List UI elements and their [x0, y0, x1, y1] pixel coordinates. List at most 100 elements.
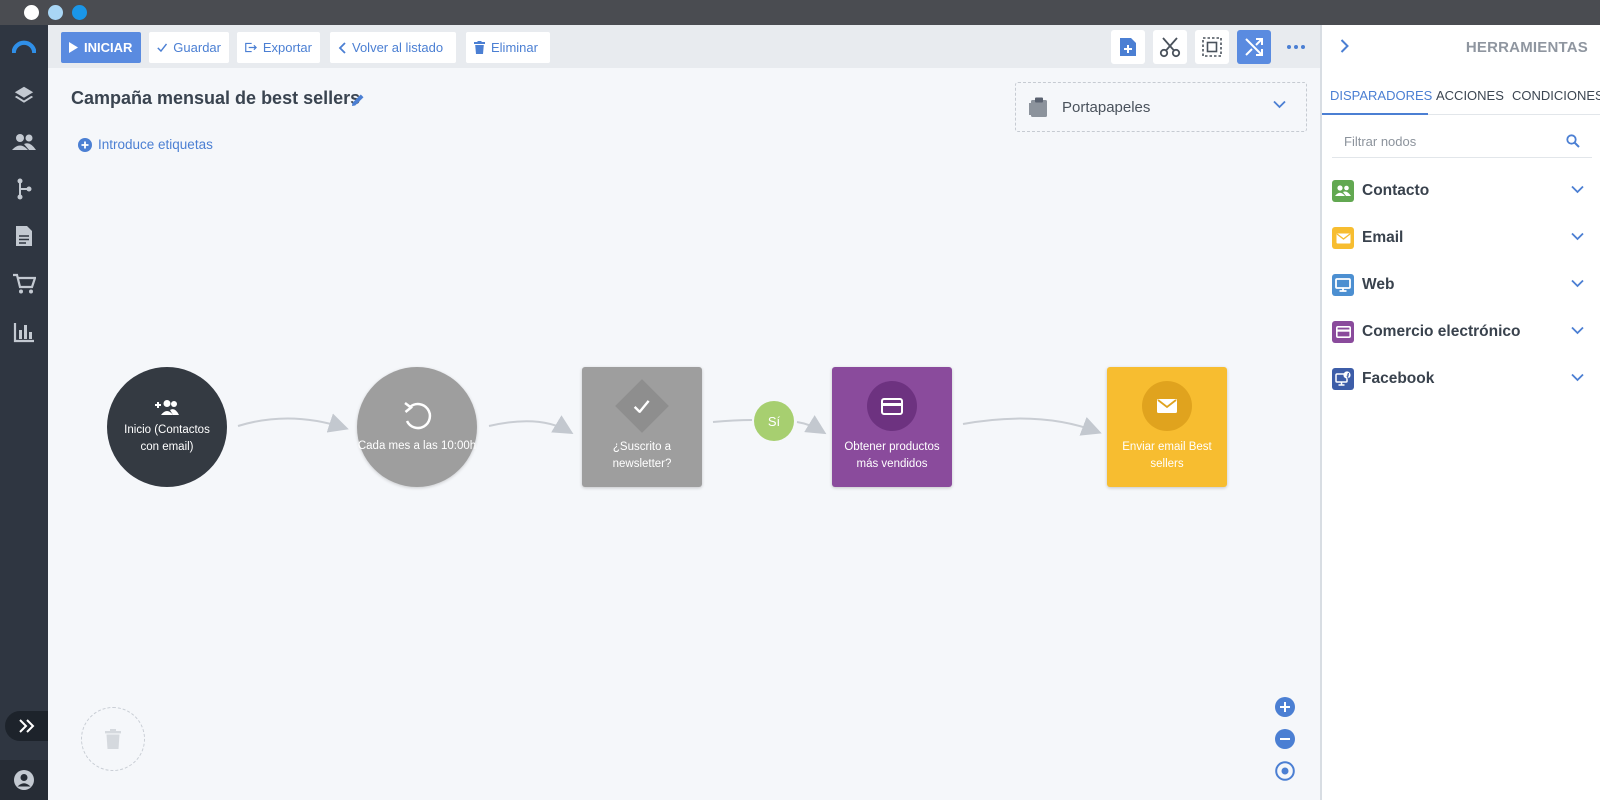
more-options-button[interactable] [1279, 30, 1313, 64]
category-email[interactable]: Email [1332, 223, 1590, 253]
flow-node-start-label: Inicio (Contactos con email) [124, 423, 210, 453]
panel-title: HERRAMIENTAS [1465, 39, 1588, 56]
center-view-button[interactable] [1274, 760, 1296, 782]
contact-icon [1332, 180, 1354, 202]
category-facebook[interactable]: Facebook [1332, 364, 1590, 394]
flow-node-get-best-sellers[interactable]: Obtener productos más vendidos [832, 367, 952, 487]
tab-conditions[interactable]: CONDICIONES [1512, 88, 1600, 103]
save-button[interactable]: Guardar [149, 32, 229, 63]
campaign-title: Campaña mensual de best sellers [71, 88, 361, 108]
chevron-down-icon [1571, 326, 1584, 335]
start-button[interactable]: INICIAR [61, 32, 141, 63]
add-circle-icon [78, 137, 92, 152]
trash-icon [105, 729, 121, 749]
flow-node-send-email[interactable]: Enviar email Best sellers [1107, 367, 1227, 487]
window-minimize-dot[interactable] [48, 5, 63, 20]
cart-icon[interactable] [12, 272, 36, 296]
left-nav-rail [0, 25, 48, 800]
chevron-down-icon [1571, 279, 1584, 288]
document-icon[interactable] [12, 224, 36, 248]
zoom-in-button[interactable] [1274, 696, 1296, 718]
tab-actions[interactable]: ACCIONES [1436, 88, 1504, 103]
flow-node-email-label: Enviar email Best sellers [1122, 441, 1212, 470]
collapse-panel-button[interactable] [1340, 39, 1349, 58]
reports-icon[interactable] [12, 320, 36, 344]
add-tags-label: Introduce etiquetas [98, 137, 213, 152]
clipboard-label: Portapapeles [1062, 98, 1151, 116]
double-chevron-right-icon [18, 719, 34, 733]
more-dots-icon [1287, 45, 1305, 49]
contacts-icon[interactable] [12, 130, 36, 154]
user-avatar-icon [14, 770, 34, 790]
flow-node-start[interactable]: Inicio (Contactos con email) [107, 367, 227, 487]
branch-yes-badge[interactable]: Sí [754, 401, 794, 441]
email-icon [1332, 227, 1354, 249]
trash-icon [474, 41, 485, 54]
window-close-dot[interactable] [24, 5, 39, 20]
category-web-label: Web [1362, 276, 1395, 293]
credit-card-icon [881, 397, 903, 415]
category-ecommerce[interactable]: Comercio electrónico [1332, 317, 1590, 347]
flow-node-condition-label: ¿Suscrito a newsletter? [612, 441, 672, 470]
chevron-down-icon [1571, 232, 1584, 241]
back-to-list-label: Volver al listado [352, 40, 444, 55]
category-web[interactable]: Web [1332, 270, 1590, 300]
add-tags-link[interactable]: Introduce etiquetas [78, 137, 213, 152]
connection-products-to-email [962, 416, 1102, 436]
envelope-icon [1157, 399, 1177, 414]
back-to-list-button[interactable]: Volver al listado [330, 32, 456, 63]
delete-drop-zone[interactable] [81, 707, 145, 771]
connection-condition-to-yes [712, 419, 753, 423]
condition-diamond [615, 379, 669, 434]
check-icon [634, 400, 650, 413]
filter-nodes-input[interactable] [1332, 126, 1552, 156]
chevron-down-icon [1571, 185, 1584, 194]
flow-node-products-label: Obtener productos más vendidos [844, 441, 940, 470]
flow-node-newsletter-condition[interactable]: ¿Suscrito a newsletter? [582, 367, 702, 487]
plus-circle-icon [1275, 697, 1295, 717]
user-account-button[interactable] [0, 760, 48, 800]
clipboard-dropdown[interactable]: Portapapeles [1015, 82, 1307, 132]
select-area-button[interactable] [1195, 30, 1229, 64]
active-tab-indicator [1322, 113, 1428, 115]
category-facebook-label: Facebook [1362, 370, 1435, 387]
check-icon [157, 43, 168, 53]
select-area-icon [1202, 37, 1222, 57]
connection-timer-to-condition [488, 415, 574, 435]
tab-triggers[interactable]: DISPARADORES [1330, 88, 1433, 103]
chevron-down-icon [1273, 100, 1286, 109]
delete-button-label: Eliminar [491, 40, 538, 55]
editor-toolbar: INICIAR Guardar Exportar Volver al lista… [48, 25, 1320, 68]
edit-title-icon[interactable] [351, 93, 365, 112]
app-logo-icon[interactable] [12, 35, 36, 59]
clipboard-icon [1029, 97, 1047, 117]
start-button-label: INICIAR [84, 40, 133, 55]
workflow-icon[interactable] [12, 177, 36, 201]
add-note-button[interactable] [1111, 30, 1145, 64]
tools-panel: HERRAMIENTAS DISPARADORES ACCIONES CONDI… [1320, 25, 1600, 800]
category-email-label: Email [1362, 229, 1404, 246]
category-ecommerce-label: Comercio electrónico [1362, 323, 1521, 340]
scissors-icon [1159, 37, 1181, 58]
connection-yes-to-products [796, 415, 827, 435]
flow-connections [237, 413, 1102, 436]
auto-layout-button[interactable] [1237, 30, 1271, 64]
add-document-icon [1120, 38, 1136, 56]
panel-tabs: DISPARADORES ACCIONES CONDICIONES [1322, 77, 1600, 115]
window-maximize-dot[interactable] [72, 5, 87, 20]
add-contacts-icon [155, 399, 179, 416]
flow-node-monthly-timer[interactable]: Cada mes a las 10:00h [357, 367, 477, 487]
chevron-right-icon [1340, 39, 1349, 53]
zoom-out-button[interactable] [1274, 728, 1296, 750]
product-icon-bubble [867, 381, 917, 432]
play-icon [69, 42, 78, 53]
delete-button[interactable]: Eliminar [466, 32, 550, 63]
connection-start-to-timer [237, 413, 349, 433]
shuffle-icon [1245, 38, 1263, 56]
expand-rail-button[interactable] [5, 711, 48, 741]
cut-button[interactable] [1153, 30, 1187, 64]
export-icon [245, 42, 257, 53]
layers-icon[interactable] [12, 83, 36, 107]
export-button[interactable]: Exportar [237, 32, 320, 63]
category-contact[interactable]: Contacto [1332, 176, 1590, 206]
